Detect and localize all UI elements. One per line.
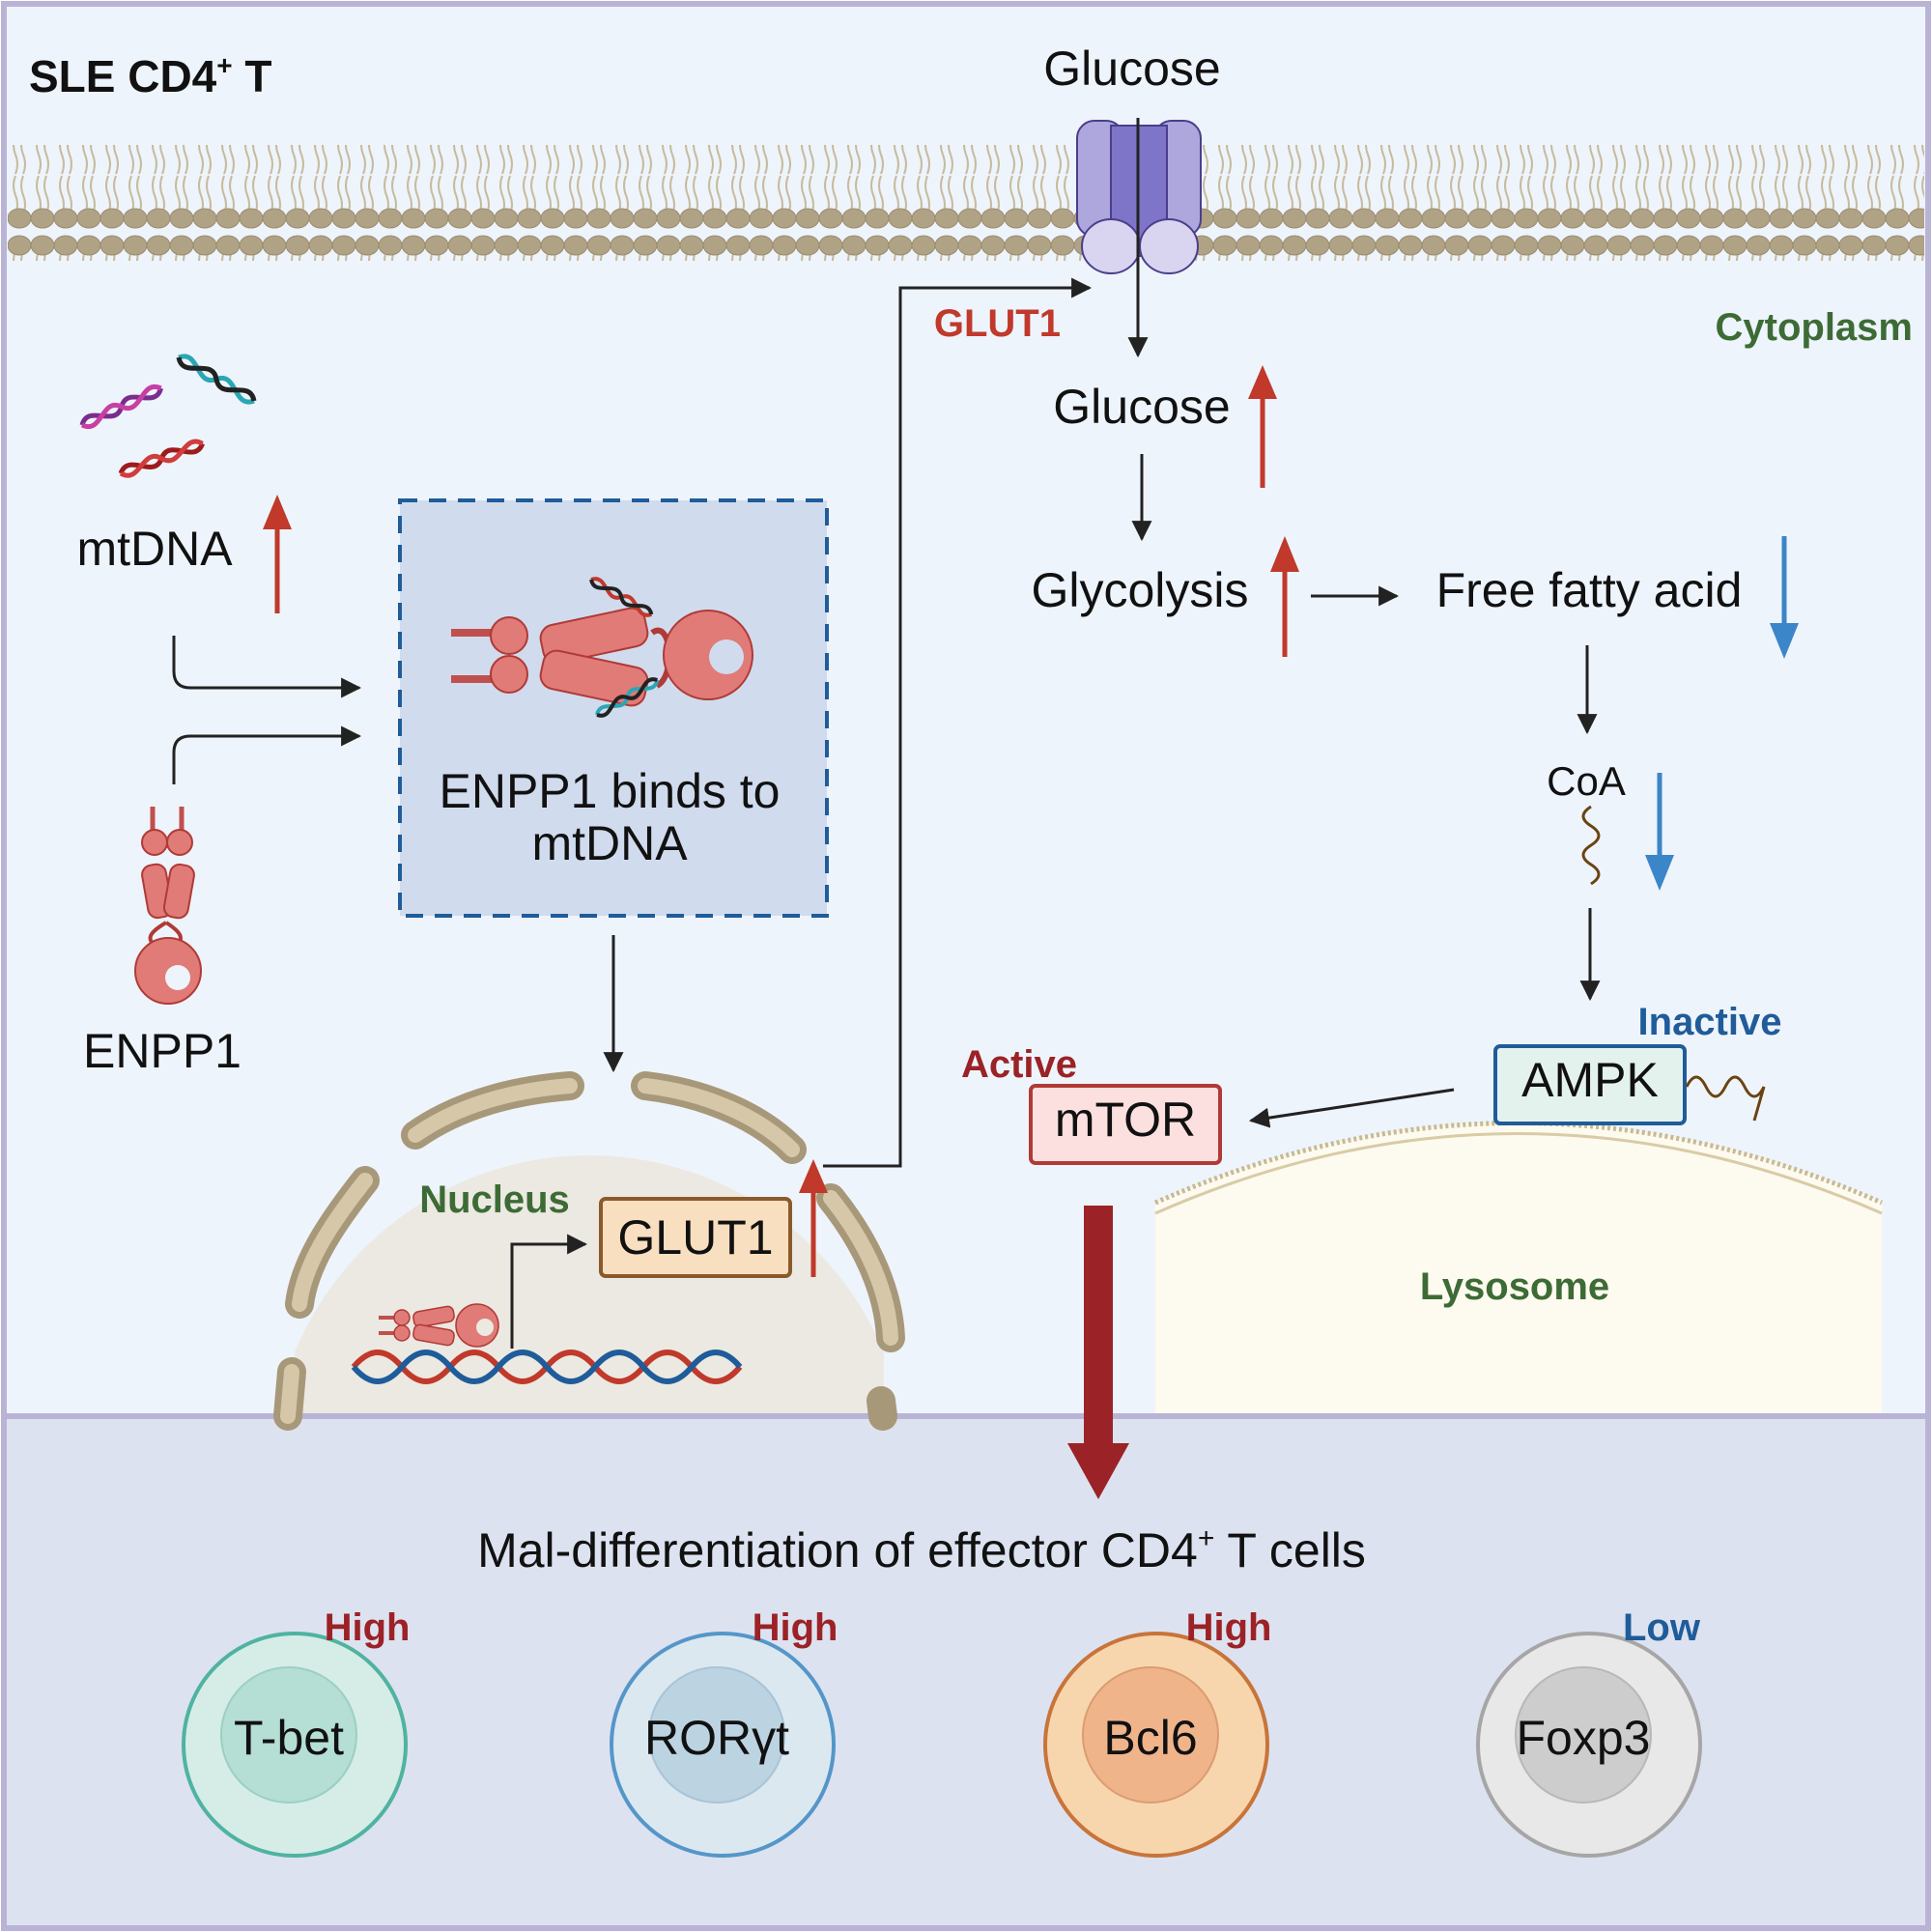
outcome-heading: Mal-differentiation of effector CD4+ T c… bbox=[477, 1522, 1366, 1577]
effector-cell-ror-t: RORγt High bbox=[610, 1606, 838, 1858]
effector-cell-bcl6: Bcl6 High bbox=[1043, 1606, 1272, 1858]
enpp1-to-binding-arrow bbox=[172, 725, 362, 784]
ampk-box bbox=[1493, 1044, 1687, 1125]
mtdna-up-arrow bbox=[263, 495, 292, 613]
free-fatty-acid-label: Free fatty acid bbox=[1436, 563, 1743, 617]
expression-level-label: High bbox=[325, 1606, 411, 1649]
cell-nucleus-circle bbox=[220, 1666, 357, 1804]
glut1-gene-box bbox=[599, 1197, 792, 1278]
transcription-factor-label: RORγt bbox=[644, 1711, 789, 1765]
glut1-membrane-label: GLUT1 bbox=[934, 302, 1061, 345]
mtor-box bbox=[1029, 1084, 1222, 1165]
transcription-arrow bbox=[510, 1234, 588, 1349]
transcription-factor-label: Bcl6 bbox=[1103, 1711, 1197, 1765]
coa-label: CoA bbox=[1547, 758, 1626, 804]
binding-box-line2: mtDNA bbox=[531, 816, 688, 870]
glycolysis-up-arrow bbox=[1270, 536, 1299, 657]
glucose-outside-label: Glucose bbox=[1043, 42, 1220, 96]
enpp1-label: ENPP1 bbox=[83, 1024, 242, 1078]
cell-nucleus-circle bbox=[648, 1666, 785, 1804]
expression-level-label: High bbox=[1186, 1606, 1272, 1649]
cytoplasm-label: Cytoplasm bbox=[1716, 306, 1914, 349]
glucose-inside-label: Glucose bbox=[1053, 380, 1230, 434]
mtor-to-outcome-arrow bbox=[1067, 1206, 1129, 1499]
mtor-state-label: Active bbox=[961, 1043, 1077, 1086]
mtdna-icon bbox=[79, 354, 257, 478]
expression-level-label: Low bbox=[1623, 1606, 1701, 1649]
ampk-to-mtor-arrow bbox=[1248, 1088, 1455, 1128]
ampk-label: AMPK bbox=[1521, 1053, 1659, 1107]
glut1-expression-arrow bbox=[823, 277, 1093, 1168]
glut1-gene-up-arrow bbox=[799, 1159, 828, 1277]
coa-down-arrow bbox=[1645, 773, 1674, 891]
expression-level-label: High bbox=[753, 1606, 838, 1649]
lipid-bilayer bbox=[8, 145, 1924, 261]
figure-title: SLE CD4+ T bbox=[29, 50, 272, 101]
nuclear-dna-icon bbox=[351, 1350, 743, 1384]
glut1-transporter-icon bbox=[1076, 120, 1202, 274]
mtor-label: mTOR bbox=[1055, 1093, 1196, 1147]
transcription-factor-label: T-bet bbox=[234, 1711, 344, 1765]
lysosome-label: Lysosome bbox=[1420, 1265, 1609, 1308]
coa-chain-icon bbox=[1581, 805, 1601, 886]
glut1-gene-label: GLUT1 bbox=[617, 1210, 773, 1264]
mtdna-label: mtDNA bbox=[76, 522, 233, 576]
cell-membrane bbox=[8, 145, 1924, 261]
effector-cell-foxp3: Foxp3 Low bbox=[1476, 1606, 1702, 1858]
cell-nucleus-circle bbox=[1515, 1666, 1652, 1804]
enpp1-mtdna-complex-icon bbox=[451, 577, 753, 718]
ampk-chain-icon bbox=[1685, 1075, 1766, 1122]
enpp1-protein-icon bbox=[134, 807, 202, 1005]
nucleus-label: Nucleus bbox=[419, 1179, 570, 1221]
binding-box-line1: ENPP1 binds to bbox=[440, 764, 781, 818]
enpp1-bound-dna-icon bbox=[379, 1303, 499, 1348]
glycolysis-label: Glycolysis bbox=[1031, 563, 1248, 617]
glucose-up-arrow bbox=[1248, 365, 1277, 488]
transcription-factor-label: Foxp3 bbox=[1517, 1711, 1651, 1765]
mtdna-to-binding-arrow bbox=[172, 636, 362, 698]
effector-cell-t-bet: T-bet High bbox=[182, 1606, 411, 1858]
cell-nucleus-circle bbox=[1082, 1666, 1219, 1804]
enpp1-binding-box: ENPP1 binds to mtDNA bbox=[398, 498, 829, 918]
ampk-state-label: Inactive bbox=[1638, 1001, 1782, 1043]
ffa-down-arrow bbox=[1770, 536, 1799, 659]
